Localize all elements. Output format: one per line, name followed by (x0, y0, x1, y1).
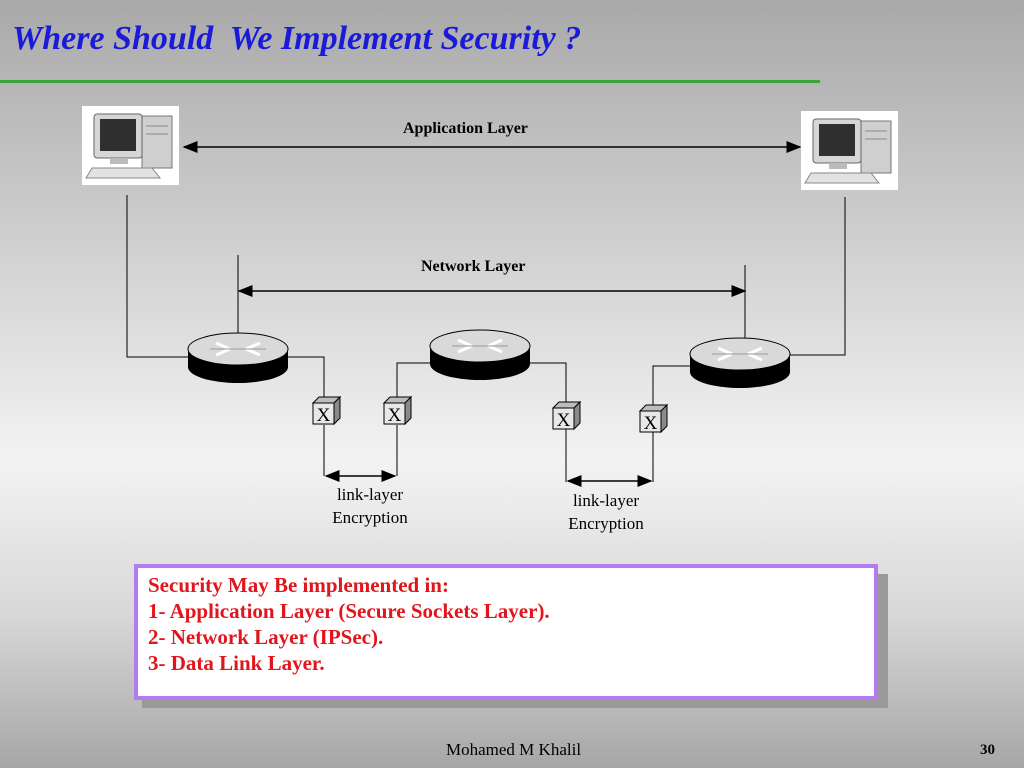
svg-text:X: X (317, 405, 331, 426)
info-item: 2- Network Layer (IPSec). (148, 625, 384, 649)
info-item: 3- Data Link Layer. (148, 651, 325, 675)
info-box: Security May Be implemented in: 1- Appli… (134, 564, 878, 700)
router-icon (187, 332, 289, 383)
footer-author: Mohamed M Khalil (446, 740, 582, 759)
link-layer-label: link-layer Encryption (546, 489, 666, 535)
info-heading: Security May Be implemented in: (148, 573, 449, 597)
svg-text:X: X (644, 413, 658, 434)
connection-lines (126, 195, 846, 482)
router-icon (429, 329, 531, 380)
svg-text:X: X (557, 410, 571, 431)
network-layer-label: Network Layer (421, 258, 526, 275)
title-underline (0, 80, 820, 83)
application-layer-label: Application Layer (403, 120, 528, 137)
svg-text:X: X (388, 405, 402, 426)
link-label-line2: Encryption (332, 508, 408, 527)
link-label-line2: Encryption (568, 514, 644, 533)
page-number: 30 (980, 742, 995, 758)
computer-icon (82, 106, 179, 185)
link-layer-label: link-layer Encryption (310, 483, 430, 529)
encryptor-icon: X (382, 395, 413, 426)
slide-title: Where Should We Implement Security ? (12, 20, 582, 57)
link-label-line1: link-layer (572, 491, 640, 510)
info-item: 1- Application Layer (Secure Sockets Lay… (148, 599, 550, 623)
encryptor-icon: X (638, 403, 669, 434)
router-icon (689, 337, 791, 388)
encryptor-icon: X (551, 400, 582, 431)
link-label-line1: link-layer (336, 485, 404, 504)
computer-icon (801, 111, 898, 190)
encryptor-icon: X (311, 395, 342, 426)
